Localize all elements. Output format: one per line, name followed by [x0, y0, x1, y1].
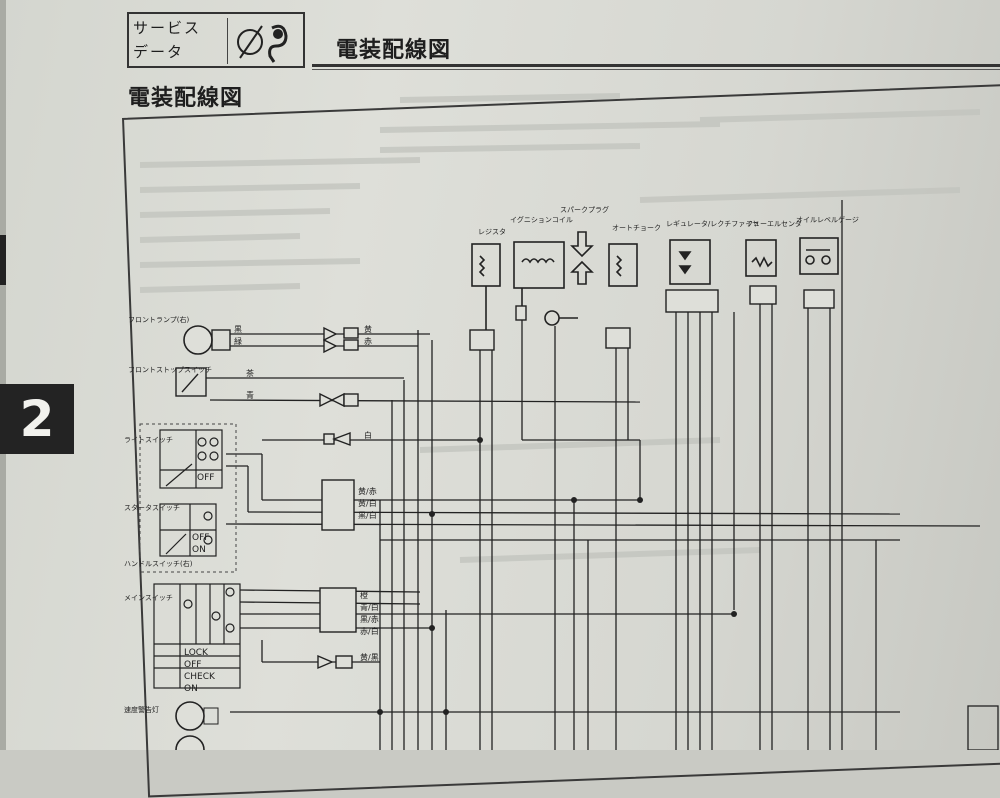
header-rule	[312, 64, 1000, 67]
handle-switch-connector	[321, 479, 355, 531]
ground-arrow-icon	[570, 231, 594, 258]
label-light-switch: ライトスイッチ	[124, 436, 173, 444]
label-front-stop-switch: フロントストップスイッチ	[128, 366, 212, 374]
connector-fuel	[749, 285, 777, 305]
service-label: サービス データ	[133, 16, 223, 64]
connector-choke	[605, 327, 631, 349]
resistor-box	[471, 243, 501, 287]
main-switch	[153, 583, 241, 689]
choke-symbol	[615, 255, 623, 277]
warning-lamp-bulb	[175, 701, 205, 731]
label-ignition-coil: イグニションコイル	[510, 215, 573, 224]
junction-dots	[377, 437, 737, 715]
wire-label-green: 緑	[234, 336, 242, 346]
service-label-line2: データ	[133, 43, 185, 61]
front-lamp-bulb	[183, 325, 213, 355]
header-title: 電装配線図	[336, 38, 452, 63]
main-switch-lock: LOCK	[184, 648, 209, 658]
label-handle-switch: ハンドルスイッチ(右)	[124, 559, 193, 568]
label-spark-plug: スパークプラグ	[560, 205, 609, 214]
wire-label-yellow-red: 黄/赤	[358, 486, 377, 496]
coil-symbol	[521, 258, 555, 264]
wire-label-brown: 茶	[246, 368, 254, 378]
service-label-line1: サービス	[133, 19, 202, 37]
service-data-box: サービス データ	[127, 12, 305, 68]
main-switch-check: CHECK	[184, 672, 216, 682]
label-auto-choke: オートチョーク	[612, 224, 661, 232]
wire-label-black-red: 黒/赤	[360, 615, 379, 624]
wire-label-yellow-black: 黄/黒	[360, 652, 379, 662]
resistor-symbol	[478, 255, 486, 277]
bleed-through-text	[139, 93, 981, 563]
connector-resistor	[469, 329, 495, 351]
oil-gauge-box	[799, 237, 839, 275]
vertical-wires	[379, 200, 877, 750]
wire-label-black-white: 黒/白	[358, 510, 377, 520]
wire-label-black: 黒	[234, 325, 242, 334]
main-switch-on: ON	[184, 684, 198, 694]
fuel-sender-box	[745, 239, 777, 277]
auto-choke-box	[608, 243, 638, 287]
tester-probe-icon	[227, 18, 302, 64]
wiring-diagram: OFF OFF ON LOCK OFF CHECK ON	[124, 93, 999, 750]
fuel-sender-symbol	[751, 256, 773, 268]
indicator-lamp-bulb	[175, 735, 205, 750]
label-resistor: レジスタ	[478, 227, 506, 236]
label-starter-switch: スタータスイッチ	[124, 503, 180, 512]
spark-plug-symbol	[544, 310, 560, 326]
bullet-connector	[323, 326, 338, 342]
wire-label-yellow-white: 黄/白	[358, 498, 377, 508]
main-switch-off: OFF	[184, 660, 201, 670]
handle-switch-box	[139, 423, 237, 573]
wire-label-blue: 青	[246, 390, 254, 400]
starter-switch-off: OFF	[192, 533, 209, 543]
section-title: 電装配線図	[128, 86, 244, 111]
label-main-switch: メインスイッチ	[124, 594, 173, 602]
up-arrow-icon	[570, 260, 594, 285]
connector-oil	[803, 289, 835, 309]
ignition-coil-box	[513, 241, 565, 289]
starter-switch-on: ON	[192, 545, 206, 555]
wire-label-orange: 橙	[360, 590, 368, 600]
header-rule-thin	[312, 69, 1000, 70]
label-oil-gauge: オイルレベルゲージ	[796, 215, 859, 224]
label-front-lamp: フロントランプ(右)	[128, 315, 190, 324]
label-regulator: レギュレータ/レクチファイヤ	[666, 219, 759, 228]
main-switch-connector	[319, 587, 357, 633]
diode-symbol	[678, 251, 692, 275]
wire-label-blue-white: 青/白	[360, 602, 379, 612]
wire-label-yellow: 黄	[364, 324, 372, 334]
connector-coil	[515, 305, 527, 321]
index-mark	[0, 235, 6, 285]
light-switch	[159, 429, 223, 489]
wire-label-red: 赤	[364, 337, 372, 346]
front-stop-switch	[175, 367, 207, 397]
regulator-box	[669, 239, 711, 285]
page-edge	[0, 0, 6, 750]
wire-label-red-white: 赤/白	[360, 626, 379, 636]
chapter-tab: 2	[0, 384, 74, 454]
connector-regulator	[665, 289, 719, 313]
label-speed-warning: 速度警告灯	[124, 705, 159, 714]
light-switch-off: OFF	[197, 473, 214, 483]
wire-label-white: 白	[364, 430, 372, 440]
right-connector	[967, 705, 999, 750]
label-fuel-sender: フューエルセンダ	[746, 219, 802, 228]
